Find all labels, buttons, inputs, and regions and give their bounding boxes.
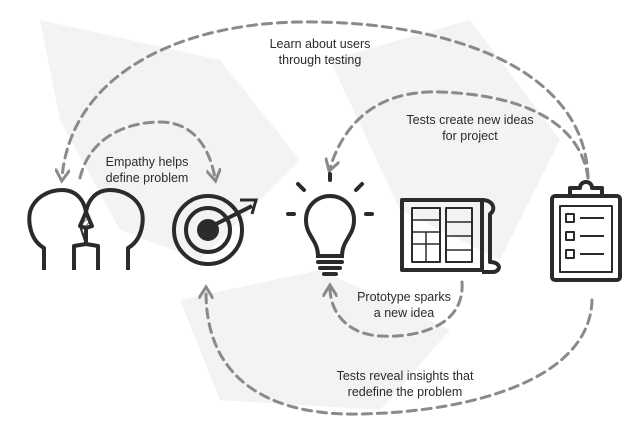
target-icon — [172, 194, 258, 266]
clipboard-icon — [550, 180, 622, 282]
label-learn: Learn about users through testing — [240, 36, 400, 68]
label-empathy-line1: Empathy helps — [105, 155, 189, 169]
label-prototype-line1: Prototype sparks — [357, 290, 451, 304]
label-tests-insights-line2: redefine the problem — [347, 385, 463, 399]
label-tests-insights-line1: Tests reveal insights that — [336, 369, 474, 383]
lightbulb-icon — [286, 172, 374, 276]
label-prototype-line2: a new idea — [373, 306, 435, 320]
blueprint-icon — [400, 198, 501, 274]
label-empathy: Empathy helps define problem — [92, 154, 202, 186]
label-tests-ideas-line1: Tests create new ideas — [406, 113, 534, 127]
background-shapes — [40, 20, 560, 410]
label-learn-line1: Learn about users — [269, 37, 371, 51]
label-tests-insights: Tests reveal insights that redefine the … — [320, 368, 490, 400]
label-empathy-line2: define problem — [105, 171, 189, 185]
label-tests-ideas: Tests create new ideas for project — [390, 112, 550, 144]
arrows — [62, 20, 594, 416]
heads-icon — [27, 188, 145, 270]
label-prototype: Prototype sparks a new idea — [344, 289, 464, 321]
arrow-learn — [62, 20, 590, 178]
label-learn-line2: through testing — [278, 53, 362, 67]
arrow-tests-insights — [206, 290, 594, 416]
arrow-prototype — [330, 280, 464, 338]
arrow-tests-ideas — [330, 90, 590, 180]
label-tests-ideas-line2: for project — [442, 129, 498, 143]
arrow-empathy — [78, 120, 215, 178]
